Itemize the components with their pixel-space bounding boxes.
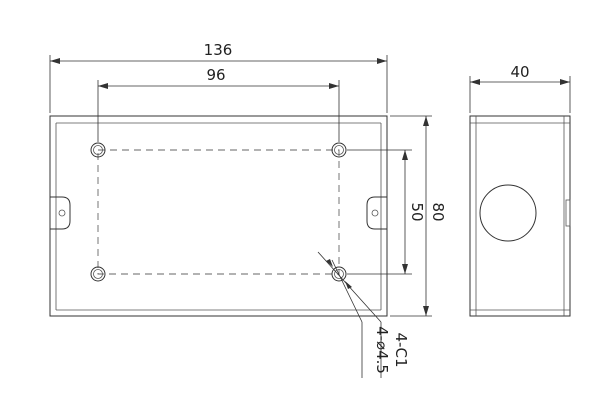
dimension-overall-width	[49, 55, 388, 113]
dimension-label-50: 50	[408, 202, 426, 221]
mounting-hole-top-left	[90, 142, 106, 158]
side-view	[469, 115, 571, 317]
dimension-overall-height	[390, 115, 432, 317]
dimension-label-136: 136	[204, 41, 233, 59]
dimension-hole-spacing-height	[347, 149, 412, 275]
knockout-hole	[479, 184, 537, 242]
left-tab	[50, 196, 71, 230]
hole-pattern-centerline	[97, 149, 340, 275]
dimension-depth	[469, 76, 571, 113]
side-tab-slot	[565, 199, 571, 227]
front-outline	[49, 115, 388, 317]
callout-leaders	[317, 251, 382, 378]
dimension-label-96: 96	[206, 66, 225, 84]
side-outline	[469, 115, 571, 317]
dimension-label-40: 40	[510, 63, 529, 81]
mounting-hole-bottom-left	[90, 266, 106, 282]
right-tab	[366, 196, 387, 230]
dimension-label-80: 80	[429, 202, 447, 221]
mounting-hole-top-right	[331, 142, 347, 158]
dimension-hole-spacing-width	[97, 80, 340, 142]
callout-chamfer: 4-C1	[392, 333, 410, 368]
callout-holes: 4-⌀4.5	[373, 326, 391, 374]
mounting-hole-bottom-right	[331, 266, 347, 282]
front-view	[49, 115, 388, 378]
